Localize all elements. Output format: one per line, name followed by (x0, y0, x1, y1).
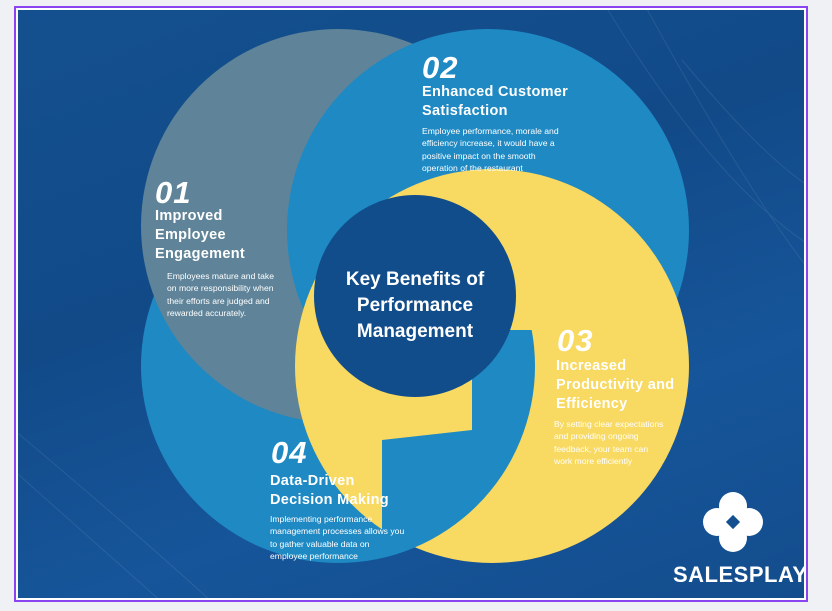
desc-line: on more responsibility when (167, 283, 274, 294)
desc-line: management processes allows you (270, 526, 405, 537)
desc-line: employee performance (270, 551, 358, 562)
center-title-line: Management (356, 321, 474, 342)
clover-logo-icon (703, 492, 763, 552)
brand-name: SALESPLAY (673, 562, 804, 587)
item-03-description: By setting clear expectations and provid… (554, 418, 663, 468)
item-01-description: Employees mature and take on more respon… (167, 270, 274, 320)
item-04-title: Data-Driven Decision Making (270, 472, 389, 510)
title-line: Improved (155, 208, 223, 224)
title-line: Enhanced Customer (422, 84, 569, 100)
desc-line: Employee performance, morale and (422, 126, 559, 136)
title-line: Employee (155, 227, 226, 243)
center-title-line: Key Benefits of (345, 269, 485, 290)
item-02-number: 02 (422, 50, 459, 85)
center-title: Key Benefits of Performance Management (315, 267, 515, 345)
infographic-frame: Key Benefits of Performance Management 0… (14, 6, 808, 602)
desc-line: and providing ongoing (554, 431, 639, 442)
segment-04-overlap (382, 330, 535, 563)
item-03-number: 03 (557, 323, 594, 358)
desc-line: Implementing performance (270, 514, 373, 524)
title-line: Satisfaction (422, 103, 508, 119)
desc-line: their efforts are judged and (167, 295, 270, 306)
swirl-diagram (18, 10, 804, 598)
background-streaks (18, 10, 804, 598)
desc-line: positive impact on the smooth (422, 150, 536, 161)
item-03-title: Increased Productivity and Efficiency (556, 357, 674, 414)
title-line: Decision Making (270, 492, 389, 508)
center-title-line: Performance (356, 295, 474, 316)
item-02-description: Employee performance, morale and efficie… (422, 125, 559, 175)
desc-line: to gather valuable data on (270, 538, 370, 549)
title-line: Productivity and (556, 377, 675, 393)
desc-line: feedback, your team can (554, 443, 649, 454)
desc-line: rewarded accurately. (167, 308, 247, 319)
desc-line: work more efficiently (554, 456, 633, 467)
title-line: Increased (556, 358, 627, 374)
item-02-title: Enhanced Customer Satisfaction (422, 83, 568, 121)
center-circle (314, 195, 516, 397)
item-04-description: Implementing performance management proc… (270, 513, 404, 563)
item-01-number: 01 (155, 175, 192, 210)
title-line: Data-Driven (270, 473, 355, 489)
item-04-number: 04 (271, 435, 308, 470)
desc-line: efficiency increase, it would have a (422, 138, 555, 149)
title-line: Efficiency (556, 396, 628, 412)
title-line: Engagement (155, 246, 246, 262)
item-01-title: Improved Employee Engagement (155, 207, 245, 264)
infographic-canvas: Key Benefits of Performance Management 0… (18, 10, 804, 598)
desc-line: By setting clear expectations (554, 419, 664, 429)
desc-line: Employees mature and take (167, 271, 275, 281)
desc-line: operation of the restaurant (422, 163, 523, 174)
